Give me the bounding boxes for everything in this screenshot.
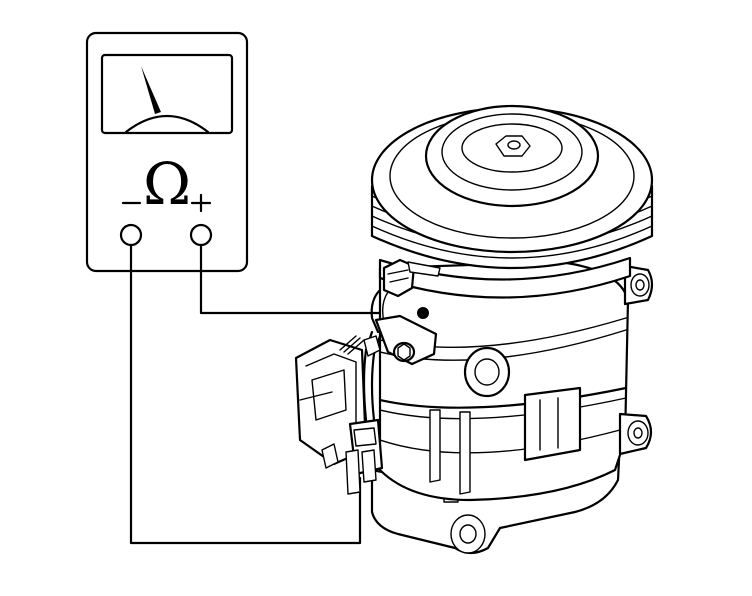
body-seam-2 <box>379 397 627 420</box>
meter-needle-icon <box>141 66 161 114</box>
ohmmeter-icon: Ω <box>85 31 249 273</box>
probe-contact-point <box>417 307 429 319</box>
ohm-symbol: Ω <box>143 150 191 218</box>
side-port <box>463 346 511 398</box>
body-rib-2 <box>459 411 471 495</box>
mount-hole-bottom <box>459 524 477 544</box>
body-rib-1 <box>429 409 441 483</box>
hub-center <box>507 140 521 150</box>
wire-bracket <box>374 314 438 366</box>
positive-terminal <box>189 223 213 247</box>
front-housing-lip <box>378 256 632 299</box>
harness-connector <box>345 418 384 495</box>
negative-test-lead <box>129 243 362 545</box>
control-valve-block <box>294 335 368 469</box>
meter-display-window <box>100 53 234 135</box>
mount-ear-upper <box>623 264 654 306</box>
negative-terminal <box>119 223 143 247</box>
meter-scale-arc <box>124 114 210 134</box>
harness-clip <box>363 335 381 357</box>
coil-lead-wire <box>370 288 382 334</box>
pulley <box>370 104 654 270</box>
body-boss-plate <box>523 386 582 462</box>
coil-connector <box>382 258 441 298</box>
body-seam <box>378 386 628 409</box>
body-band-3 <box>379 429 621 454</box>
ac-compressor-icon <box>294 104 654 555</box>
mount-ear-lower <box>618 412 653 456</box>
harness-wire-2 <box>370 334 382 422</box>
